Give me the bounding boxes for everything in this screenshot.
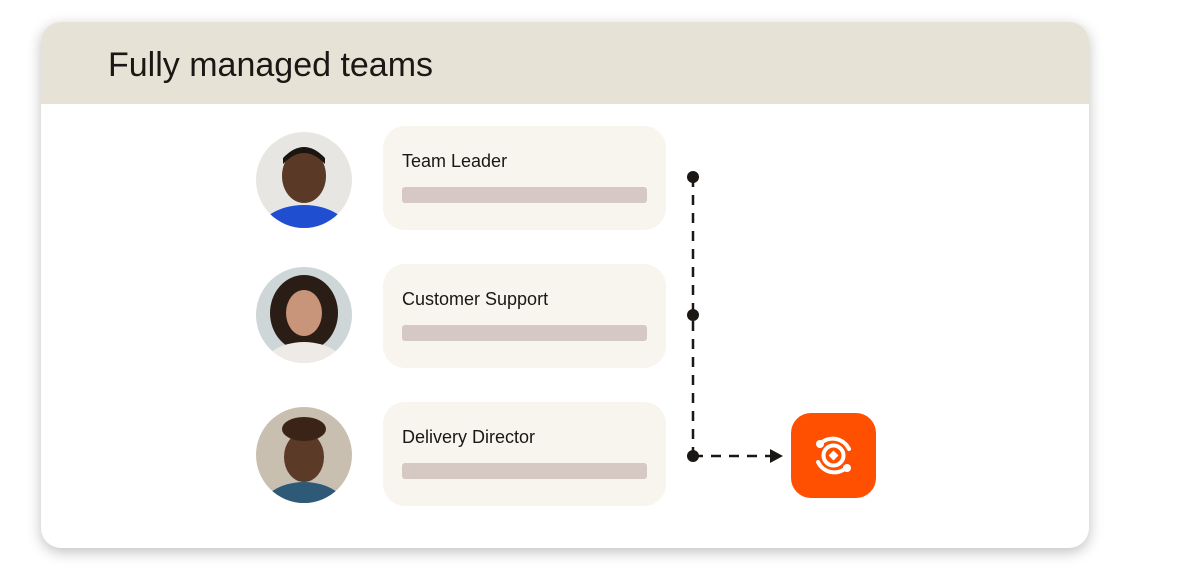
- app-logo: [791, 413, 876, 498]
- role-card-customer-support: Customer Support: [383, 264, 666, 368]
- page-title: Fully managed teams: [108, 46, 434, 84]
- role-card-delivery-director: Delivery Director: [383, 402, 666, 506]
- card-header: Fully managed teams: [41, 22, 1089, 104]
- role-card-team-leader: Team Leader: [383, 126, 666, 230]
- arrow-head-icon: [770, 449, 783, 463]
- role-label: Team Leader: [402, 151, 508, 171]
- role-label: Customer Support: [402, 289, 549, 309]
- avatar-delivery-director: [256, 407, 352, 503]
- orbit-logo-icon: [816, 436, 851, 475]
- avatar-customer-support: [256, 267, 352, 363]
- placeholder-bar: [402, 187, 647, 203]
- connector-dot: [687, 450, 699, 462]
- connector-dot: [687, 309, 699, 321]
- connector-dot: [687, 171, 699, 183]
- role-label: Delivery Director: [402, 427, 536, 447]
- placeholder-bar: [402, 463, 647, 479]
- placeholder-bar: [402, 325, 647, 341]
